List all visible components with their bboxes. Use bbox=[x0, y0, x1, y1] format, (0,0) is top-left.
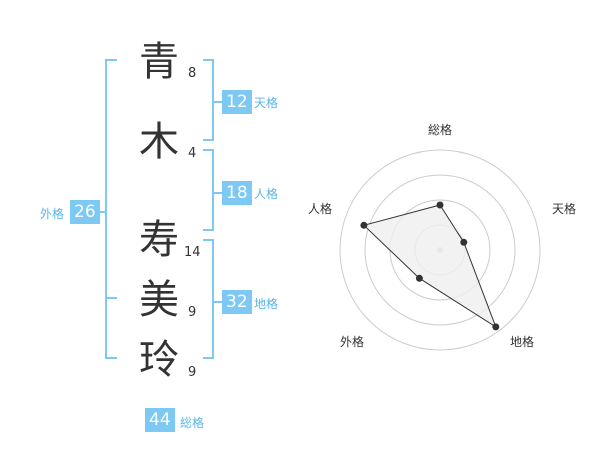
name-char-5: 玲 bbox=[139, 337, 179, 383]
jinkaku-value: 18 bbox=[222, 181, 252, 205]
gaikaku-bracket bbox=[105, 59, 117, 359]
tenkaku-label: 天格 bbox=[254, 96, 279, 110]
tenkaku-value: 12 bbox=[222, 90, 252, 114]
radar-polygon bbox=[362, 204, 497, 329]
radar-axis-label-chikaku: 地格 bbox=[510, 335, 535, 349]
stroke-count-4: 9 bbox=[188, 305, 197, 320]
radar-point-gaikaku bbox=[415, 274, 423, 282]
radar-point-jinkaku bbox=[360, 221, 368, 229]
radar-axis-label-tenkaku: 天格 bbox=[552, 202, 577, 216]
soukaku-value: 44 bbox=[145, 408, 175, 432]
soukaku-label: 総格 bbox=[180, 416, 205, 430]
gaikaku-value: 26 bbox=[70, 200, 100, 224]
radar-point-chikaku bbox=[492, 323, 500, 331]
jinkaku-bracket bbox=[203, 149, 214, 231]
chikaku-value: 32 bbox=[222, 290, 252, 314]
stroke-count-3: 14 bbox=[184, 245, 201, 260]
gaikaku-label: 外格 bbox=[40, 207, 65, 221]
stroke-count-5: 9 bbox=[188, 365, 197, 380]
chikaku-bracket bbox=[203, 239, 214, 359]
name-char-4: 美 bbox=[139, 277, 179, 323]
jinkaku-label: 人格 bbox=[254, 187, 279, 201]
name-char-2: 木 bbox=[139, 119, 179, 165]
radar-axis-label-gaikaku: 外格 bbox=[340, 335, 365, 349]
name-char-3: 寿 bbox=[139, 217, 179, 263]
radar-point-soukaku bbox=[436, 201, 444, 209]
stroke-count-1: 8 bbox=[188, 66, 197, 81]
radar-ring-3 bbox=[364, 174, 516, 326]
chikaku-label: 地格 bbox=[254, 297, 279, 311]
name-char-1: 青 bbox=[139, 39, 179, 85]
tenkaku-bracket bbox=[203, 59, 214, 141]
radar-axis-label-soukaku: 総格 bbox=[428, 123, 453, 137]
radar-ring-4 bbox=[339, 149, 541, 351]
radar-axis-label-jinkaku: 人格 bbox=[308, 202, 333, 216]
stroke-count-2: 4 bbox=[188, 146, 197, 161]
radar-point-tenkaku bbox=[460, 238, 468, 246]
